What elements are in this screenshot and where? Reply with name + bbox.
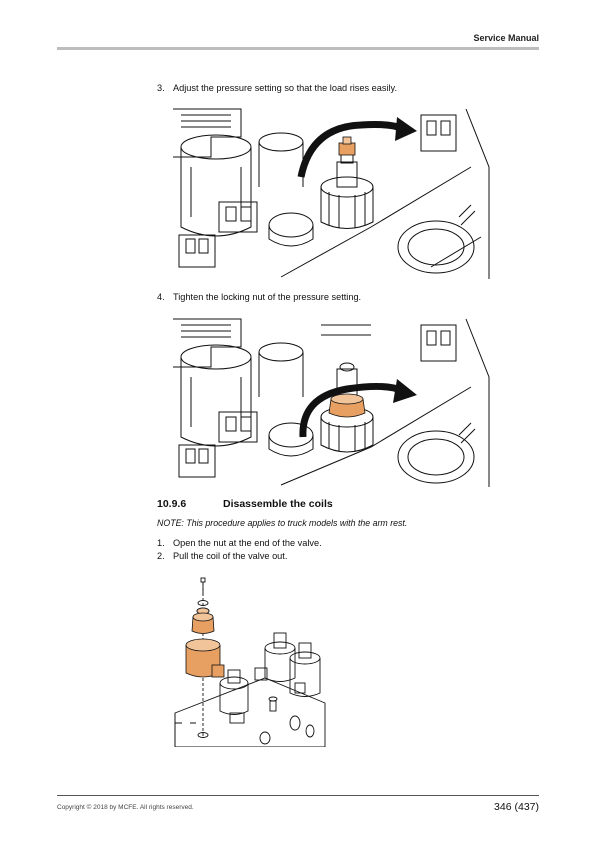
step-text: Adjust the pressure setting so that the … — [173, 83, 398, 93]
step-text: Pull the coil of the valve out. — [173, 551, 288, 561]
step-text: Tighten the locking nut of the pressure … — [173, 292, 362, 302]
locking-nut-illustration — [171, 317, 493, 487]
footer-rule — [57, 795, 539, 796]
step-number: 4. — [157, 292, 165, 302]
coil-exploded-illustration — [170, 573, 330, 747]
section-title: Disassemble the coils — [223, 498, 333, 510]
header-rule — [57, 47, 539, 50]
step-1: 1. Open the nut at the end of the valve. — [157, 538, 322, 548]
step-3: 3. Adjust the pressure setting so that th… — [157, 83, 397, 93]
section-heading: 10.9.6 Disassemble the coils — [157, 498, 333, 510]
step-4: 4. Tighten the locking nut of the pressur… — [157, 292, 361, 302]
header-title: Service Manual — [473, 33, 539, 43]
copyright: Copyright © 2018 by MCFE. All rights res… — [57, 804, 194, 811]
step-number: 3. — [157, 83, 165, 93]
page-number: 346 (437) — [494, 801, 539, 813]
step-text: Open the nut at the end of the valve. — [173, 538, 322, 548]
step-number: 1. — [157, 538, 165, 548]
step-number: 2. — [157, 551, 165, 561]
pressure-adjust-illustration — [171, 107, 493, 279]
section-number: 10.9.6 — [157, 498, 187, 510]
section-note: NOTE: This procedure applies to truck mo… — [157, 518, 408, 528]
step-2: 2. Pull the coil of the valve out. — [157, 551, 287, 561]
